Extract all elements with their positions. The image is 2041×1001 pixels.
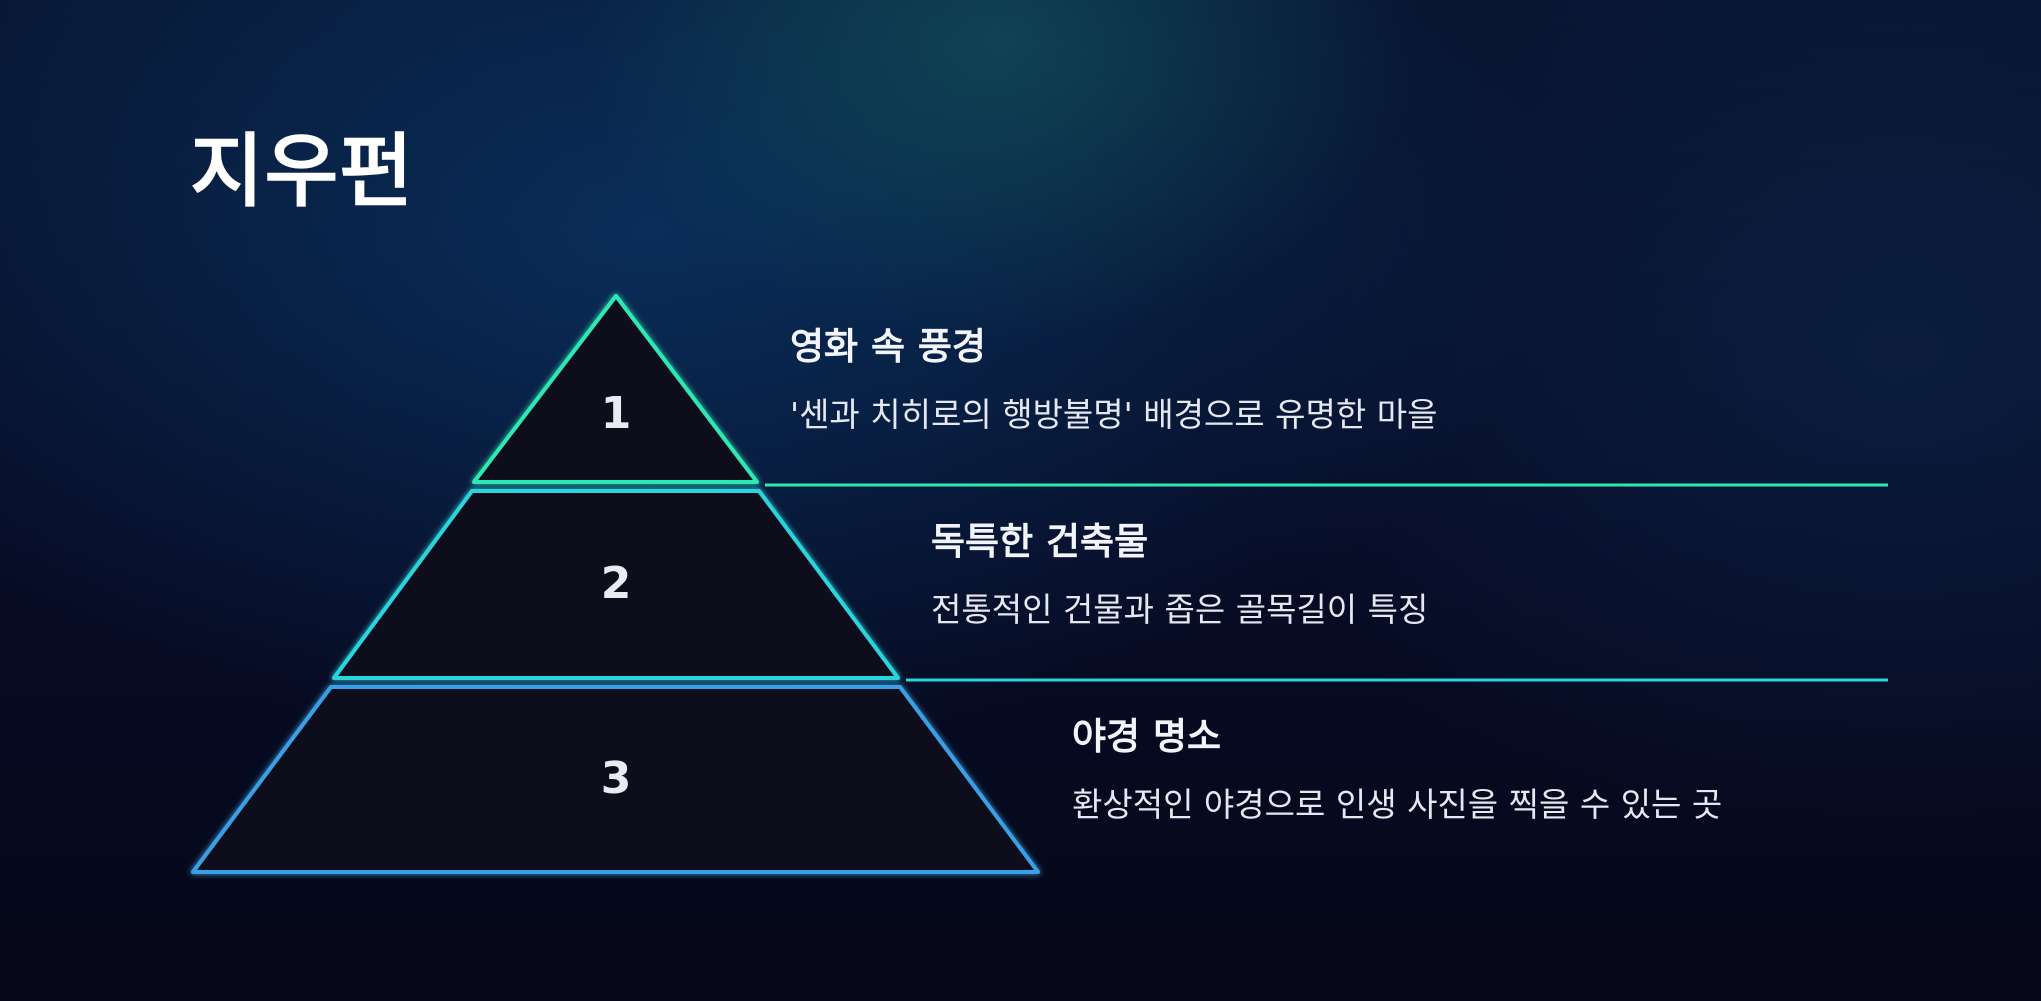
tier-3-text: 야경 명소 환상적인 야경으로 인생 사진을 찍을 수 있는 곳 — [1072, 715, 1722, 825]
tier-3-number: 3 — [601, 753, 632, 804]
pyramid-tier-3-shape — [191, 685, 1040, 874]
tier-3-description: 환상적인 야경으로 인생 사진을 찍을 수 있는 곳 — [1072, 785, 1723, 825]
tier-2-description: 전통적인 건물과 좁은 골목길이 특징 — [931, 590, 1429, 630]
pyramid-tier-2-shape — [332, 489, 900, 680]
pyramid-tier-1-shape — [472, 294, 759, 484]
tier-2-text: 독특한 건축물 전통적인 건물과 좁은 골목길이 특징 — [931, 520, 1428, 630]
tier-2-heading: 독특한 건축물 — [931, 520, 1149, 563]
tier-1-description: '센과 치히로의 행방불명' 배경으로 유명한 마을 — [790, 395, 1438, 435]
tier-2-number: 2 — [601, 558, 632, 609]
tier-1-text: 영화 속 풍경 '센과 치히로의 행방불명' 배경으로 유명한 마을 — [790, 325, 1437, 435]
tier-1-heading: 영화 속 풍경 — [790, 325, 986, 368]
tier-1-number: 1 — [601, 388, 632, 439]
tier-3-heading: 야경 명소 — [1072, 715, 1222, 758]
page-title: 지우펀 — [190, 125, 414, 218]
